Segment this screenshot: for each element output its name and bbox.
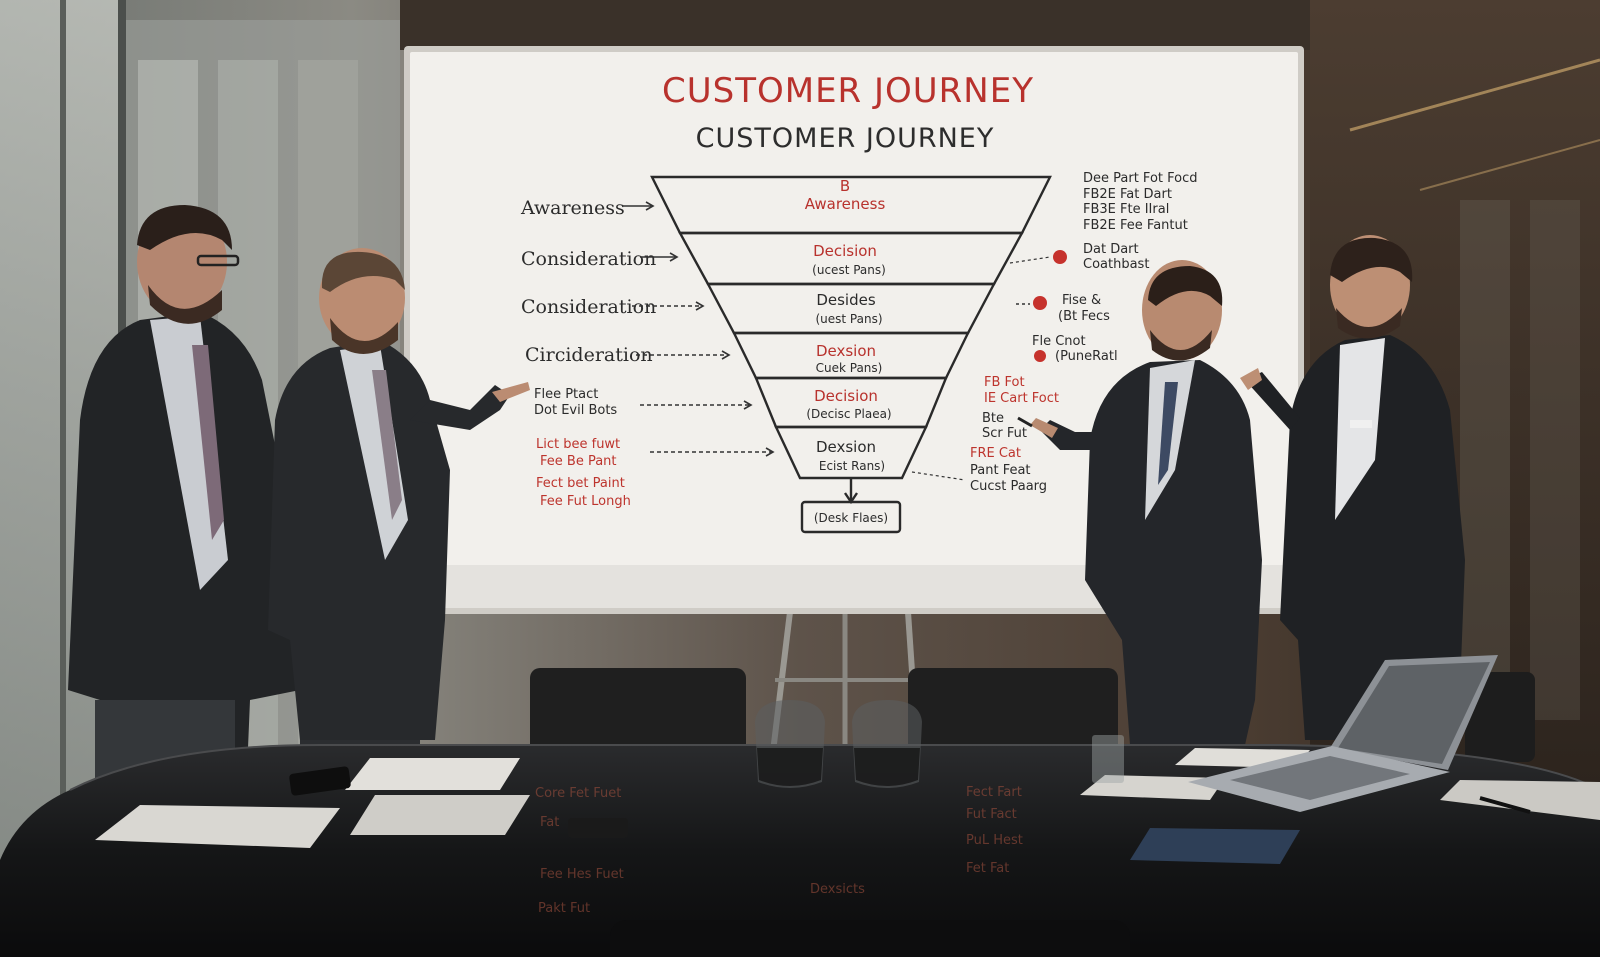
pocket-square: [1350, 420, 1372, 428]
svg-text:FB2E Fee Fantut: FB2E Fee Fantut: [1083, 218, 1188, 233]
chair-foreground: [610, 920, 1130, 957]
water-glasses: [755, 700, 1124, 788]
svg-text:Dat Dart: Dat Dart: [1083, 242, 1139, 257]
svg-text:(ucest Pans): (ucest Pans): [812, 263, 886, 277]
svg-text:Awareness: Awareness: [805, 195, 886, 213]
svg-text:Fee Fut Longh: Fee Fut Longh: [540, 494, 631, 509]
red-bullet-icon: [1033, 296, 1047, 310]
svg-text:Ecist Rans): Ecist Rans): [819, 459, 885, 473]
funnel-stage-1: Decision (ucest Pans): [812, 242, 886, 277]
funnel-stage-0: B Awareness: [805, 177, 886, 213]
svg-text:Cucst Paarg: Cucst Paarg: [970, 479, 1047, 494]
svg-text:Pakt Fut: Pakt Fut: [538, 901, 590, 916]
svg-text:Dexsion: Dexsion: [816, 342, 876, 360]
pen: [1479, 796, 1531, 814]
papers: [95, 748, 1600, 864]
svg-text:(Bt Fecs: (Bt Fecs: [1058, 309, 1110, 324]
svg-text:(uest Pans): (uest Pans): [815, 312, 882, 326]
board-title: CUSTOMER JOURNEY: [662, 71, 1034, 111]
svg-text:Fut Fact: Fut Fact: [966, 807, 1017, 822]
smartphone: [289, 766, 351, 796]
svg-text:(Decisc Plaea): (Decisc Plaea): [806, 407, 891, 421]
funnel-stage-5: Dexsion Ecist Rans): [816, 438, 885, 473]
laptop: [1188, 655, 1498, 812]
svg-text:Decision: Decision: [814, 387, 878, 405]
svg-text:Fee Hes Fuet: Fee Hes Fuet: [540, 867, 624, 882]
svg-text:Flee Ptact: Flee Ptact: [534, 387, 598, 402]
red-bullet-icon: [1034, 350, 1046, 362]
svg-text:Fise &: Fise &: [1062, 293, 1101, 308]
svg-text:Pant Feat: Pant Feat: [970, 463, 1031, 478]
svg-text:Desides: Desides: [816, 291, 876, 309]
person-pointing-right: [1017, 260, 1262, 745]
right-notes: Dee Part Fot Focd FB2E Fat Dart FB3E Fte…: [911, 171, 1198, 494]
folder: [1130, 828, 1300, 864]
left-notes: Flee Ptact Dot Evil Bots Lict bee fuwt F…: [534, 387, 631, 509]
svg-text:FB2E Fat Dart: FB2E Fat Dart: [1083, 187, 1172, 202]
svg-text:IE Cart Foct: IE Cart Foct: [984, 391, 1059, 406]
svg-text:Fect Fart: Fect Fart: [966, 785, 1022, 800]
left-stage-consideration-1: Consideration: [521, 248, 656, 270]
left-stage-consideration-2: Consideration: [521, 296, 656, 318]
chair-back-left: [530, 668, 746, 758]
svg-text:Bte: Bte: [982, 411, 1004, 426]
svg-text:Coathbast: Coathbast: [1083, 257, 1149, 272]
svg-text:(PuneRatl: (PuneRatl: [1055, 349, 1118, 364]
svg-text:Fle Cnot: Fle Cnot: [1032, 334, 1086, 349]
chair-back-center: [908, 668, 1118, 758]
left-stage-labels: Awareness Consideration Consideration Ci…: [520, 197, 656, 366]
svg-text:FRE Cat: FRE Cat: [970, 446, 1021, 461]
board-subtitle: CUSTOMER JOURNEY: [696, 123, 995, 154]
svg-text:FB Fot: FB Fot: [984, 375, 1025, 390]
svg-text:Fee Be Pant: Fee Be Pant: [540, 454, 617, 469]
svg-text:Dot Evil Bots: Dot Evil Bots: [534, 403, 617, 418]
funnel-stage-3: Dexsion Cuek Pans): [816, 342, 883, 375]
table-reflection: Core Fet Fuet Fat Fee Hes Fuet Pakt Fut …: [535, 785, 1023, 916]
funnel-stage-4: Decision (Decisc Plaea): [806, 387, 891, 421]
svg-text:PuL Hest: PuL Hest: [966, 833, 1023, 848]
svg-text:Decision: Decision: [813, 242, 877, 260]
svg-text:Scr Fut: Scr Fut: [982, 426, 1027, 441]
svg-text:Cuek Pans): Cuek Pans): [816, 361, 883, 375]
chair-back-right: [1465, 672, 1535, 762]
smartphone: [568, 818, 628, 838]
svg-text:Lict bee fuwt: Lict bee fuwt: [536, 437, 620, 452]
funnel: [650, 175, 1052, 534]
red-bullet-icon: [1053, 250, 1067, 264]
svg-text:Dee Part Fot Focd: Dee Part Fot Focd: [1083, 171, 1198, 186]
svg-text:B: B: [840, 177, 850, 195]
svg-text:Fet Fat: Fet Fat: [966, 861, 1009, 876]
svg-text:Fat: Fat: [540, 815, 559, 830]
left-stage-awareness: Awareness: [520, 197, 625, 219]
glasses-icon: [196, 254, 240, 267]
funnel-stage-2: Desides (uest Pans): [815, 291, 882, 326]
svg-text:FB3E Fte IIral: FB3E Fte IIral: [1083, 202, 1169, 217]
svg-text:Dexsicts: Dexsicts: [810, 882, 865, 897]
svg-text:Core Fet Fuet: Core Fet Fuet: [535, 786, 621, 801]
svg-text:Fect bet Paint: Fect bet Paint: [536, 476, 625, 491]
left-stage-circideration: Circideration: [525, 344, 653, 366]
left-arrows: [622, 201, 775, 457]
person-far-right: [1240, 235, 1465, 740]
funnel-output-box: (Desk Flaes): [814, 511, 888, 525]
svg-text:Dexsion: Dexsion: [816, 438, 876, 456]
